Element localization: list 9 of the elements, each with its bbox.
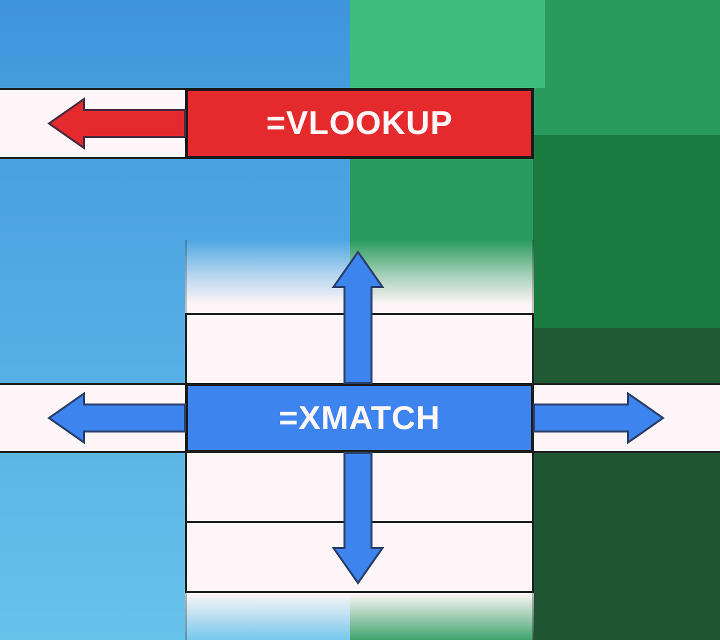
formula-text: =XMATCH — [278, 400, 440, 436]
block-arrow — [47, 97, 186, 150]
faded-table-cell — [185, 591, 534, 640]
table-cell — [185, 521, 534, 593]
formula-cell — [185, 383, 534, 453]
block-arrow — [533, 392, 665, 444]
block-arrow — [47, 392, 186, 444]
block-arrow — [332, 452, 384, 585]
formula-text: =VLOOKUP — [266, 105, 453, 142]
